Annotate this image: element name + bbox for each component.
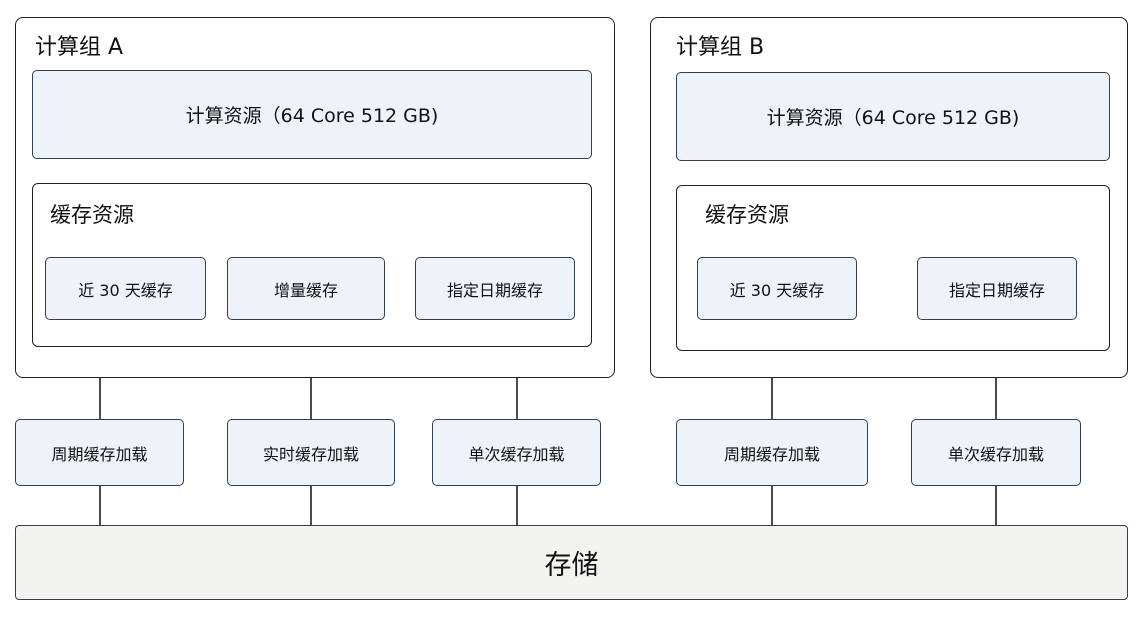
compute-group-a-title: 计算组 A bbox=[35, 35, 124, 60]
loader-b-single: 单次缓存加载 bbox=[911, 419, 1081, 486]
loader-a-realtime: 实时缓存加载 bbox=[227, 419, 395, 486]
cache-item-b-recent-30-days: 近 30 天缓存 bbox=[697, 257, 857, 320]
compute-resource-a: 计算资源（64 Core 512 GB) bbox=[32, 70, 592, 159]
cache-item-b-specified-date: 指定日期缓存 bbox=[917, 257, 1077, 320]
loader-a-periodic: 周期缓存加载 bbox=[15, 419, 184, 486]
cache-item-a-incremental: 增量缓存 bbox=[227, 257, 385, 320]
compute-group-b-title: 计算组 B bbox=[676, 35, 765, 60]
cache-item-a-specified-date: 指定日期缓存 bbox=[415, 257, 575, 320]
compute-resource-b: 计算资源（64 Core 512 GB) bbox=[676, 72, 1110, 161]
cache-item-a-recent-30-days: 近 30 天缓存 bbox=[45, 257, 206, 320]
loader-b-periodic: 周期缓存加载 bbox=[676, 419, 868, 486]
loader-a-single: 单次缓存加载 bbox=[432, 419, 601, 486]
cache-resource-title-a: 缓存资源 bbox=[50, 203, 134, 227]
cache-resource-title-b: 缓存资源 bbox=[705, 203, 789, 227]
storage-bar: 存储 bbox=[15, 525, 1128, 600]
